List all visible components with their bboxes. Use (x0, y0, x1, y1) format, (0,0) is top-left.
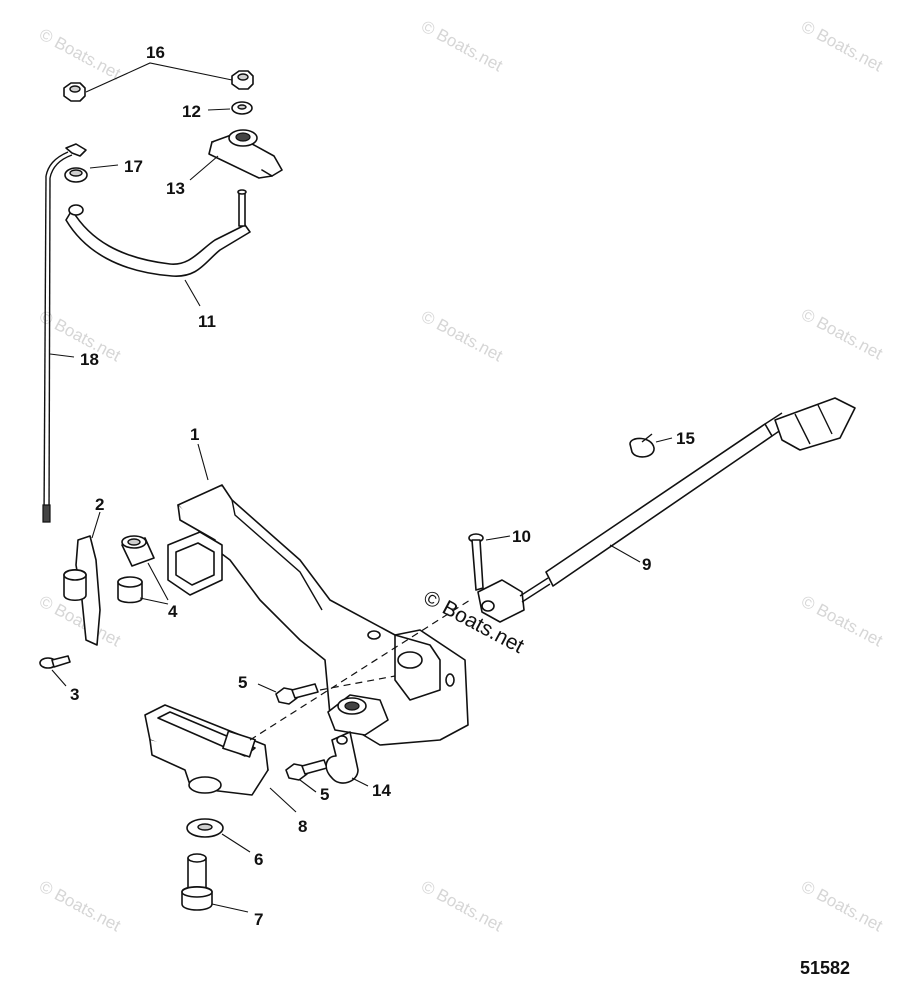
part-12-washer (207, 101, 253, 115)
callout-1: 1 (190, 425, 199, 444)
watermark-10: © Boats.net (418, 877, 506, 936)
callout-5-lower: 5 (320, 785, 329, 804)
part-3-screw (39, 655, 71, 687)
part-10-clip (629, 433, 673, 458)
part-14-block (189, 129, 283, 181)
part-2-side-bracket (63, 511, 101, 646)
part-16-bushing (64, 164, 119, 183)
callout-11: 10 (512, 527, 531, 546)
callout-15: 16 (146, 43, 165, 62)
watermark-9: © Boats.net (36, 877, 124, 936)
callout-17: 18 (80, 350, 99, 369)
callout-6: 6 (254, 850, 263, 869)
part-9-harness (477, 397, 856, 623)
part-5-bolt-lower (285, 759, 328, 793)
part-1-bracket (167, 443, 469, 746)
reference-number: 51582 (800, 958, 850, 978)
part-11-screw (468, 533, 511, 591)
callout-10: 15 (676, 429, 695, 448)
callout-2: 2 (95, 495, 104, 514)
part-6-washer (186, 818, 251, 853)
callout-16: 17 (124, 157, 143, 176)
part-15-nuts (63, 62, 254, 102)
part-17-rod (42, 143, 87, 523)
watermark-7: © Boats.net (36, 592, 124, 651)
watermark-group: © Boats.net © Boats.net © Boats.net © Bo… (36, 17, 886, 936)
callout-14: 13 (166, 179, 185, 198)
callout-13: 11 (198, 312, 216, 331)
callout-5-upper: 5 (238, 673, 247, 692)
watermark-8: © Boats.net (798, 592, 886, 651)
callout-4: 4 (168, 602, 178, 621)
part-8-housing (144, 704, 297, 813)
watermark-1: © Boats.net (36, 25, 124, 84)
callout-18: 14 (372, 781, 391, 800)
part-4-bushings (117, 535, 169, 605)
callout-3: 3 (70, 685, 79, 704)
part-7-flange-bolt (181, 853, 249, 913)
callout-7: 7 (254, 910, 263, 929)
watermark-5: © Boats.net (418, 307, 506, 366)
watermark-11: © Boats.net (798, 877, 886, 936)
callout-9: 9 (642, 555, 651, 574)
callout-8: 8 (298, 817, 307, 836)
watermark-6: © Boats.net (798, 305, 886, 364)
part-13-link (65, 189, 251, 307)
callout-12: 12 (182, 102, 201, 121)
watermark-2: © Boats.net (418, 17, 506, 76)
watermark-3: © Boats.net (798, 17, 886, 76)
assembly-lines (249, 599, 471, 741)
part-18-clamp (325, 731, 369, 787)
part-5-bolt-upper (257, 683, 319, 705)
